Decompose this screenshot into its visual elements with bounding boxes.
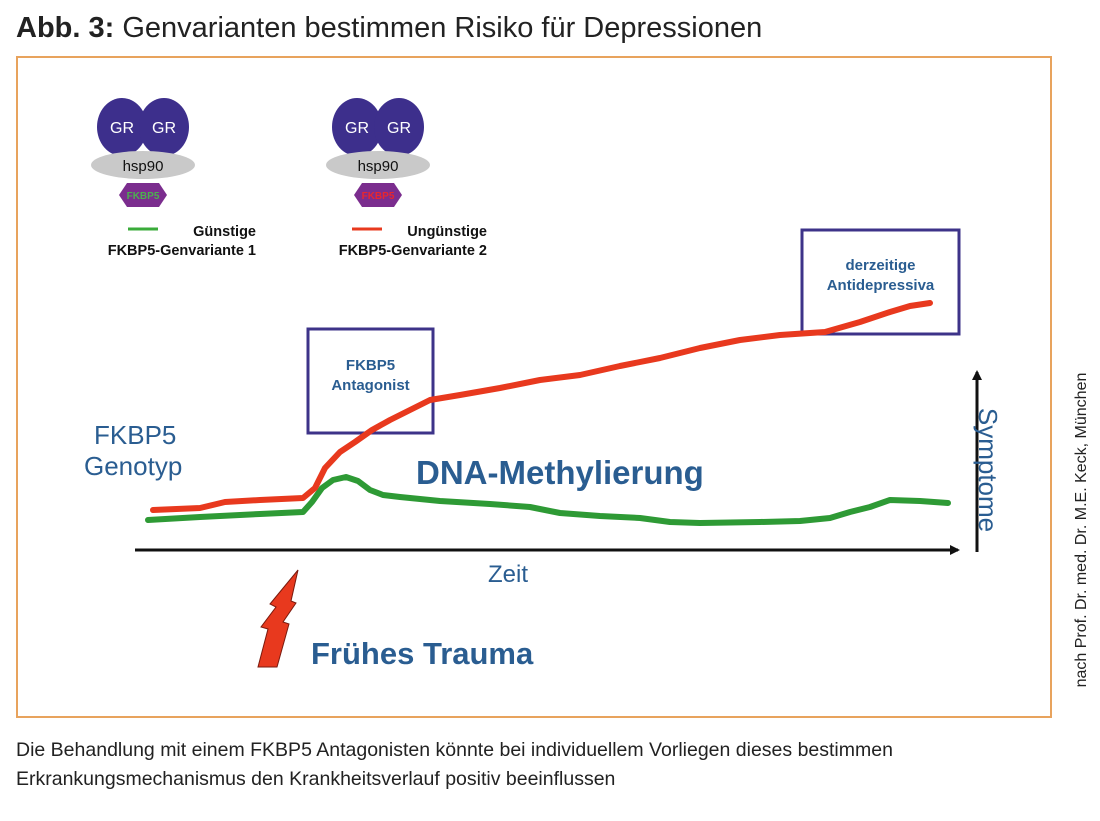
source-credit: nach Prof. Dr. med. Dr. M.E. Keck, Münch… xyxy=(1073,372,1090,688)
figure-title-text: Genvarianten bestimmen Risiko für Depres… xyxy=(114,12,763,44)
legend-favorable-line2: FKBP5-Genvariante 1 xyxy=(107,243,256,259)
antagonist-box-label: FKBP5 Antagonist xyxy=(308,356,433,396)
fkbp5-hexagon xyxy=(119,183,167,207)
gr-label-right: GR xyxy=(387,120,411,137)
legend-entry-favorable: Günstige FKBP5-Genvariante 1 xyxy=(70,223,256,261)
legend-favorable-line1: Günstige xyxy=(193,224,256,240)
genotype-label: FKBP5 Genotyp xyxy=(84,420,182,482)
hsp90-label: hsp90 xyxy=(123,158,164,175)
favorable-variant-line xyxy=(145,474,951,526)
figure-title: Abb. 3: Genvarianten bestimmen Risiko fü… xyxy=(16,10,762,46)
lightning-bolt-icon xyxy=(257,569,299,668)
hsp90-chaperone xyxy=(326,151,430,179)
complex-unfavorable: GR GR hsp90 FKBP5 xyxy=(326,98,430,207)
hsp90-label: hsp90 xyxy=(358,158,399,175)
gr-label-left: GR xyxy=(345,120,369,137)
hsp90-chaperone xyxy=(91,151,195,179)
gr-receptor-right xyxy=(374,98,424,156)
complex-favorable: GR GR hsp90 FKBP5 xyxy=(91,98,195,207)
trauma-label: Frühes Trauma xyxy=(311,636,534,671)
legend-unfavorable-line2: FKBP5-Genvariante 2 xyxy=(338,243,487,259)
antidepressants-line2: Antidepressiva xyxy=(826,277,935,294)
genotype-line2: Genotyp xyxy=(84,451,183,481)
gr-receptor-left xyxy=(332,98,382,156)
unfavorable-variant-line xyxy=(150,300,933,513)
figure-caption: Die Behandlung mit einem FKBP5 Antagonis… xyxy=(16,739,893,790)
gr-receptor-left xyxy=(97,98,147,156)
fkbp5-hexagon xyxy=(354,183,402,207)
gr-receptor-right xyxy=(139,98,189,156)
antidepressants-box-label: derzeitige Antidepressiva xyxy=(802,256,959,296)
genotype-line1: FKBP5 xyxy=(94,420,177,450)
symptom-axis-label: Symptome xyxy=(973,407,1003,533)
diagram-frame xyxy=(16,56,1052,718)
legend-unfavorable-line1: Ungünstige xyxy=(407,224,487,240)
legend-entry-unfavorable: Ungünstige FKBP5-Genvariante 2 xyxy=(300,223,487,261)
dna-methylation-label: DNA-Methylierung xyxy=(416,454,704,491)
gr-label-left: GR xyxy=(110,120,134,137)
fkbp5-label: FKBP5 xyxy=(362,191,395,202)
fkbp5-label: FKBP5 xyxy=(127,191,160,202)
antidepressants-line1: derzeitige xyxy=(845,257,916,274)
gr-label-right: GR xyxy=(152,120,176,137)
figure-title-prefix: Abb. 3: xyxy=(16,12,115,44)
antidepressants-box xyxy=(800,228,961,336)
antagonist-line1: FKBP5 xyxy=(345,357,396,374)
time-axis-label: Zeit xyxy=(488,561,529,588)
antagonist-line2: Antagonist xyxy=(331,377,410,394)
